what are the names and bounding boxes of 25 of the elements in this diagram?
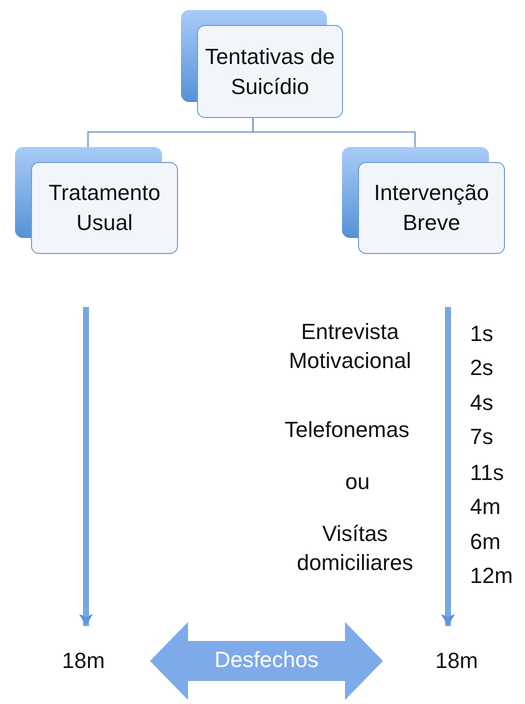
double-block-arrow — [150, 622, 383, 700]
box-label: Intervenção Breve — [373, 179, 490, 237]
duration-label: 18m — [62, 648, 105, 674]
time-label: 4m — [470, 493, 501, 521]
time-label: 11s — [470, 459, 504, 487]
connector-line — [252, 118, 416, 147]
intervention-label: Entrevista Motivacional — [288, 318, 412, 375]
duration-label: 18m — [435, 648, 478, 674]
edge-label: Desfechos — [214, 647, 320, 673]
time-label: 12m — [470, 562, 513, 590]
time-label: 6m — [470, 528, 501, 556]
stacked-box — [181, 10, 343, 118]
time-label: 1s — [470, 320, 494, 348]
time-label: 7s — [470, 423, 494, 451]
box-label: Tentativas de Suicídio — [204, 42, 336, 100]
time-label: 2s — [470, 354, 494, 382]
stacked-box — [342, 147, 505, 254]
stacked-box — [15, 147, 178, 254]
arrow — [441, 307, 455, 626]
intervention-label: ou — [344, 468, 371, 496]
time-label: 4s — [470, 389, 494, 417]
arrow — [79, 307, 93, 626]
intervention-label: Telefonemas — [284, 416, 410, 444]
box-label: Tratamento Usual — [48, 179, 162, 237]
intervention-label: Visítas domiciliares — [296, 520, 414, 577]
